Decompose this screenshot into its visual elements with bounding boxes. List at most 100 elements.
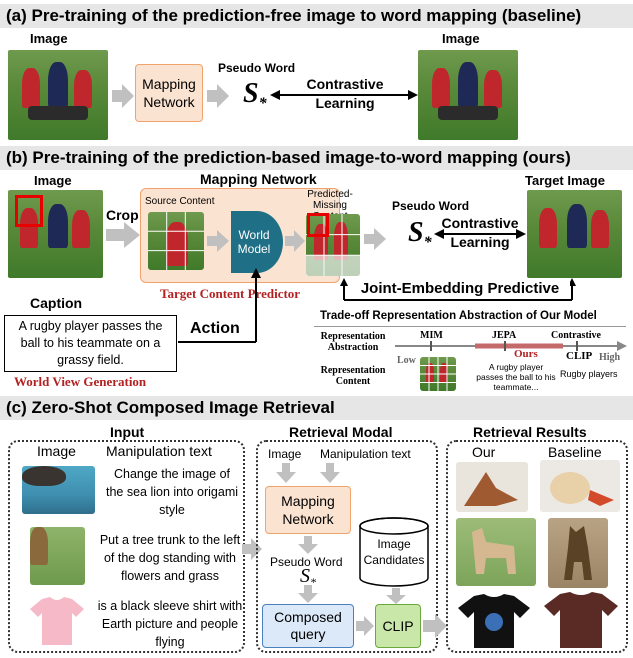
a-arrow-1 bbox=[112, 84, 134, 108]
b-jepa-label: JEPA bbox=[492, 330, 517, 341]
c-baseline-label: Baseline bbox=[548, 444, 602, 460]
b-tradeoff-title: Trade-off Representation Abstraction of … bbox=[320, 310, 597, 322]
b-ours-label: Ours bbox=[514, 348, 538, 360]
b-ours-caption: A rugby player passes the ball to his te… bbox=[476, 362, 556, 392]
c-dog-image bbox=[30, 527, 85, 585]
b-rugby-image bbox=[8, 190, 103, 278]
c-down-arrow-to-pseudo bbox=[298, 536, 318, 554]
c-result-our-2 bbox=[456, 518, 536, 586]
b-pseudo-word-label: Pseudo Word bbox=[392, 199, 470, 213]
c-results-title: Retrieval Results bbox=[473, 424, 587, 440]
a-s-star: S* bbox=[243, 78, 267, 112]
c-result-our-3 bbox=[456, 592, 532, 650]
b-crop-label: Crop bbox=[106, 207, 139, 223]
c-result-baseline-3 bbox=[542, 590, 620, 650]
c-input-title: Input bbox=[110, 424, 145, 440]
c-down-arrow-manip bbox=[320, 463, 340, 483]
b-contrastive-axis-label: Contrastive bbox=[551, 330, 601, 341]
c-arrow-candidates-to-clip bbox=[386, 588, 406, 604]
a-rugby-image-left bbox=[8, 50, 108, 140]
c-result-shirt-1 bbox=[458, 594, 530, 648]
c-shirt-shape bbox=[30, 597, 84, 645]
b-clip-caption: Rugby players bbox=[560, 369, 618, 379]
b-repr-abstraction: Representation Abstraction bbox=[320, 331, 386, 353]
c-clip-box: CLIP bbox=[375, 604, 421, 648]
a-mapping-network-box: Mapping Network bbox=[135, 64, 203, 122]
b-source-grid bbox=[148, 212, 204, 270]
a-arrow-2 bbox=[207, 84, 229, 108]
c-rm-image-label: Image bbox=[268, 447, 302, 461]
b-world-model-label: World Model bbox=[237, 228, 271, 256]
c-origami-sealion bbox=[464, 472, 518, 506]
a-mapping-network-label: Mapping Network bbox=[142, 76, 196, 110]
b-arrow-to-world-model bbox=[207, 230, 229, 252]
b-world-view-generation: World View Generation bbox=[14, 374, 147, 389]
b-image-label: Image bbox=[34, 173, 72, 188]
b-world-model-shape bbox=[231, 211, 283, 273]
c-image-candidates-cylinder bbox=[359, 517, 429, 587]
b-mim-label: MIM bbox=[420, 330, 443, 341]
section-b-banner: (b) Pre-training of the prediction-based… bbox=[0, 146, 633, 170]
b-clip-label: CLIP bbox=[566, 350, 593, 362]
c-arrow-input-to-modal bbox=[242, 538, 262, 560]
b-caption-box: A rugby player passes the ball to his te… bbox=[4, 315, 177, 372]
b-s-star: S* bbox=[408, 217, 432, 251]
c-retrieval-modal-title: Retrieval Modal bbox=[289, 424, 393, 440]
c-baseline-sealion bbox=[550, 472, 614, 506]
b-target-image-label: Target Image bbox=[525, 173, 605, 188]
b-target-image bbox=[527, 190, 622, 278]
c-retrieval-modal-panel bbox=[256, 440, 438, 653]
b-target-content-predictor: Target Content Predictor bbox=[160, 286, 301, 301]
c-shirt-image bbox=[28, 595, 86, 647]
b-tradeoff-axis bbox=[395, 341, 627, 351]
c-manip-text-1: Change the image of the sea lion into or… bbox=[105, 467, 239, 517]
c-image-candidates-label: Image Candidates bbox=[363, 537, 425, 567]
b-arrow-to-s bbox=[364, 228, 386, 250]
c-mapping-network-box: Mapping Network bbox=[265, 486, 351, 534]
c-rm-manip-label: Manipulation text bbox=[320, 447, 411, 461]
c-arrow-query-to-clip bbox=[356, 616, 374, 636]
b-double-arrow bbox=[434, 229, 526, 239]
b-source-content-label: Source Content bbox=[145, 196, 215, 207]
b-repr-content: Representation Content bbox=[320, 365, 386, 387]
a-rugby-image-right bbox=[418, 50, 518, 140]
b-high-label: High bbox=[599, 352, 621, 363]
b-low-label: Low bbox=[397, 355, 416, 366]
b-action-label: Action bbox=[190, 320, 240, 337]
c-sea-lion-image bbox=[22, 466, 95, 514]
c-manip-text-2: Put a tree trunk to the left of the dog … bbox=[99, 533, 241, 583]
b-predicted-red-box bbox=[307, 213, 329, 237]
c-s-star: S* bbox=[300, 565, 316, 589]
a-pseudo-word-label: Pseudo Word bbox=[218, 61, 296, 75]
c-results-panel bbox=[446, 440, 628, 653]
c-result-shirt-2 bbox=[544, 592, 618, 648]
b-tradeoff-underline bbox=[314, 326, 626, 327]
c-pseudo-word-label: Pseudo Word bbox=[270, 555, 343, 569]
a-image-label-right: Image bbox=[442, 31, 480, 46]
section-c-banner: (c) Zero-Shot Composed Image Retrieval bbox=[0, 396, 633, 420]
b-joint-embedding-label: Joint-Embedding Predictive bbox=[350, 280, 570, 297]
c-result-baseline-2 bbox=[548, 518, 608, 588]
c-manip-text-3: is a black sleeve shirt with Earth pictu… bbox=[97, 599, 243, 649]
b-crop-arrow bbox=[106, 222, 140, 248]
b-crop-box bbox=[15, 195, 43, 227]
b-action-arrow bbox=[178, 268, 261, 343]
c-result-dog-2 bbox=[564, 526, 592, 580]
c-result-dog-1 bbox=[472, 528, 516, 574]
b-joint-embedding-bracket bbox=[340, 278, 576, 301]
c-down-arrow-image bbox=[276, 463, 296, 483]
c-arrow-clip-to-results bbox=[423, 614, 447, 638]
c-result-our-1 bbox=[456, 462, 528, 512]
c-composed-query-box: Composed query bbox=[262, 604, 354, 648]
c-manip-col-header: Manipulation text bbox=[106, 443, 212, 459]
c-result-baseline-1 bbox=[540, 460, 620, 512]
b-mim-grid bbox=[420, 357, 456, 391]
c-image-col-header: Image bbox=[37, 443, 76, 459]
b-arrow-from-world-model bbox=[285, 230, 305, 252]
b-source-content-image bbox=[148, 212, 204, 270]
a-image-label-left: Image bbox=[30, 31, 68, 46]
c-our-label: Our bbox=[472, 444, 496, 460]
section-a-banner: (a) Pre-training of the prediction-free … bbox=[0, 4, 633, 28]
